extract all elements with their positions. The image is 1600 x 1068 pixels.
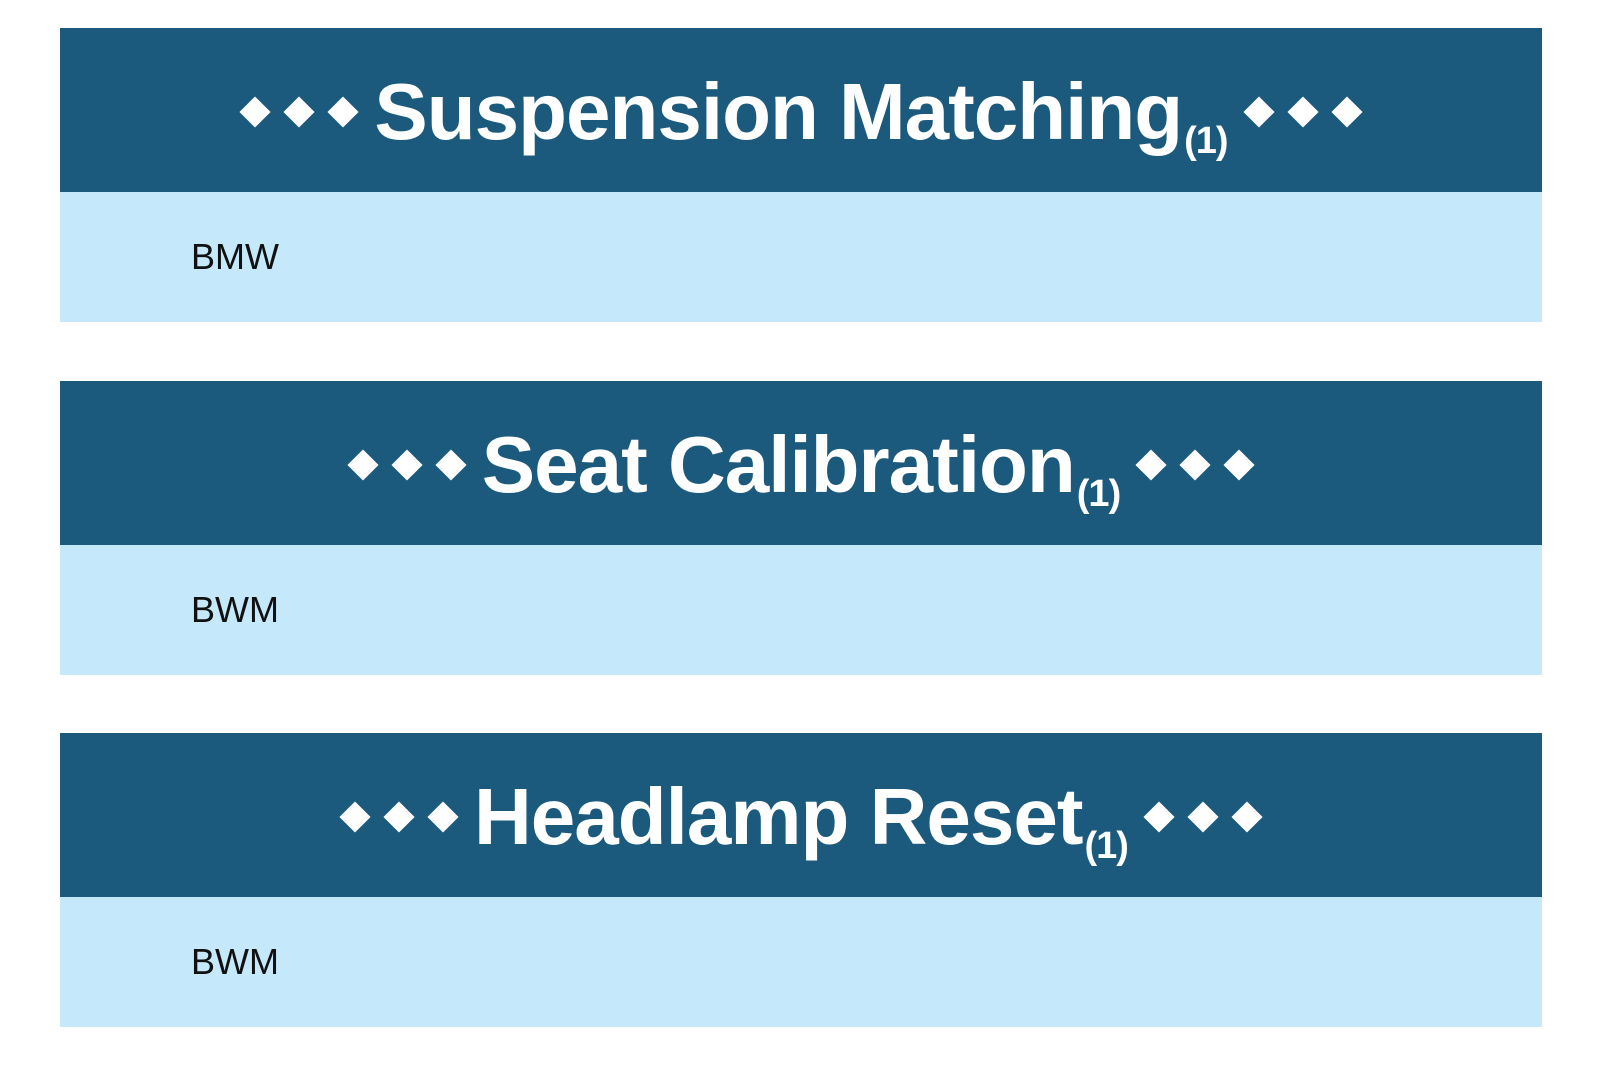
diamond-ornament-right — [1243, 96, 1363, 128]
list-item[interactable]: BMW — [191, 236, 279, 277]
diamond-icon — [391, 449, 423, 481]
section-seat-calibration: Seat Calibration(1) BWM — [60, 381, 1542, 675]
section-title-text: Seat Calibration — [481, 420, 1076, 509]
diamond-icon — [1179, 449, 1211, 481]
diamond-ornament-right — [1135, 449, 1255, 481]
diamond-icon — [1143, 801, 1175, 833]
diamond-icon — [1135, 449, 1167, 481]
list-item[interactable]: BWM — [191, 941, 279, 982]
diamond-icon — [1223, 449, 1255, 481]
section-count: (1) — [1076, 473, 1121, 515]
section-header[interactable]: Suspension Matching(1) — [60, 28, 1542, 192]
diamond-ornament-left — [239, 96, 359, 128]
diamond-icon — [1287, 96, 1319, 128]
list-item[interactable]: BWM — [191, 589, 279, 630]
section-count: (1) — [1084, 825, 1129, 867]
section-headlamp-reset: Headlamp Reset(1) BWM — [60, 733, 1542, 1027]
diamond-icon — [383, 801, 415, 833]
diamond-icon — [1187, 801, 1219, 833]
section-title-text: Headlamp Reset — [474, 772, 1083, 861]
section-title-text: Suspension Matching — [374, 67, 1183, 156]
diamond-icon — [239, 96, 271, 128]
diamond-icon — [1331, 96, 1363, 128]
section-header[interactable]: Seat Calibration(1) — [60, 381, 1542, 545]
section-title-group: Headlamp Reset(1) — [339, 777, 1263, 866]
diamond-icon — [435, 449, 467, 481]
section-count: (1) — [1184, 120, 1228, 162]
diamond-icon — [283, 96, 315, 128]
diamond-icon — [327, 96, 359, 128]
section-title-group: Suspension Matching(1) — [239, 72, 1363, 161]
section-title: Seat Calibration(1) — [482, 425, 1121, 514]
diamond-ornament-left — [339, 801, 459, 833]
diamond-icon — [1231, 801, 1263, 833]
section-body: BWM — [60, 545, 1542, 675]
section-header[interactable]: Headlamp Reset(1) — [60, 733, 1542, 897]
section-title: Headlamp Reset(1) — [474, 777, 1129, 866]
section-body: BWM — [60, 897, 1542, 1027]
diamond-ornament-left — [347, 449, 467, 481]
diamond-ornament-right — [1143, 801, 1263, 833]
section-title: Suspension Matching(1) — [374, 72, 1228, 161]
diamond-icon — [347, 449, 379, 481]
section-title-group: Seat Calibration(1) — [347, 425, 1255, 514]
diamond-icon — [339, 801, 371, 833]
section-suspension-matching: Suspension Matching(1) BMW — [60, 28, 1542, 322]
diamond-icon — [1243, 96, 1275, 128]
diamond-icon — [427, 801, 459, 833]
section-body: BMW — [60, 192, 1542, 322]
